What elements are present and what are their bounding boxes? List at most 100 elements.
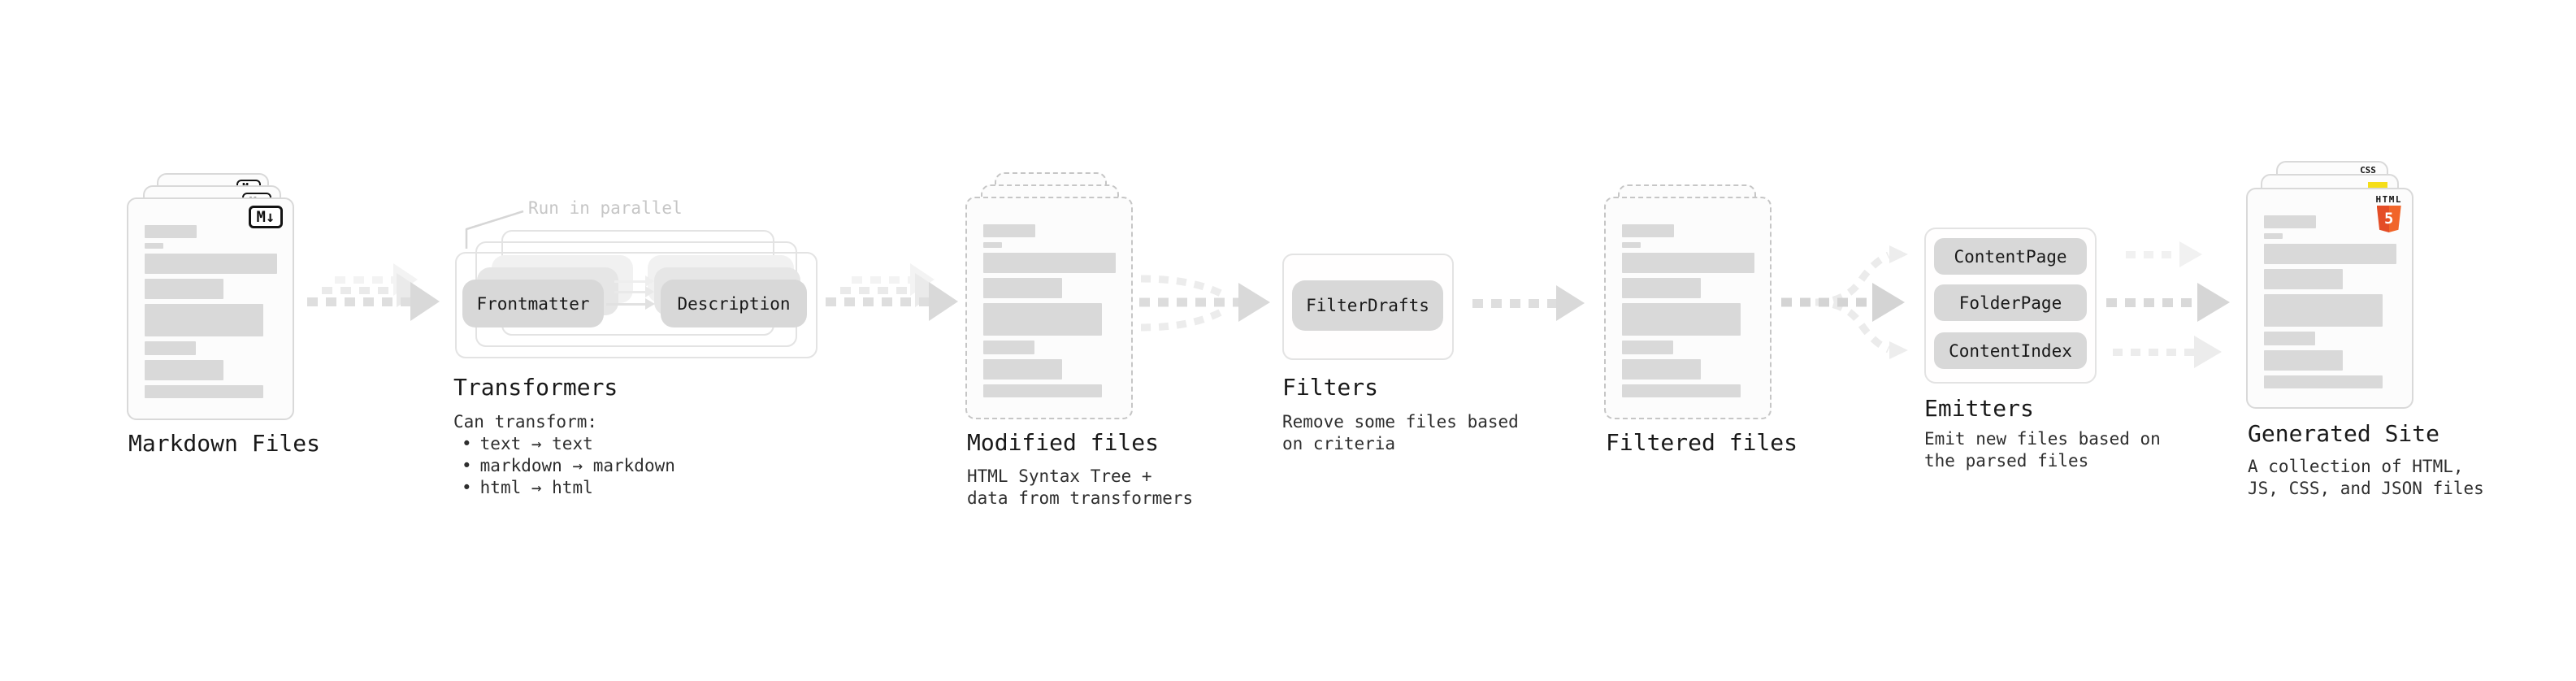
stage-heading-transformers: Transformers bbox=[453, 374, 618, 401]
arrow-dash-line bbox=[335, 275, 393, 284]
skeleton-bar bbox=[145, 225, 197, 238]
skeleton-bar bbox=[145, 360, 223, 380]
bullet-dot: • bbox=[462, 456, 472, 475]
arrow-dash-line bbox=[2113, 348, 2194, 356]
arrow-dash-line bbox=[1472, 298, 1556, 308]
skeleton-lines bbox=[145, 225, 277, 398]
skeleton-bar bbox=[2264, 332, 2315, 345]
stage-heading-emitters: Emitters bbox=[1924, 395, 2034, 422]
stage-label-markdown-files: Markdown Files bbox=[128, 430, 321, 457]
bullet-dot: • bbox=[462, 434, 472, 453]
arrow-head-icon bbox=[2179, 241, 2202, 267]
skeleton-bar bbox=[2264, 294, 2383, 327]
arrow-filters-to-filtered bbox=[1472, 285, 1585, 321]
html5-icon: HTML 5 bbox=[2376, 195, 2403, 232]
bullet-item: •html → html bbox=[462, 478, 593, 497]
arrow-main bbox=[307, 282, 440, 321]
generated-site-desc: A collection of HTML, JS, CSS, and JSON … bbox=[2248, 457, 2484, 498]
arrow-middle bbox=[2106, 283, 2230, 322]
skeleton-bar bbox=[145, 279, 223, 299]
arrow-dash-line bbox=[2126, 250, 2179, 258]
skeleton-bar bbox=[2264, 244, 2396, 264]
bullet-item: •markdown → markdown bbox=[462, 456, 675, 475]
arrow-dash-line bbox=[840, 286, 915, 294]
skeleton-bar bbox=[145, 254, 277, 274]
skeleton-bar bbox=[2264, 215, 2316, 228]
skeleton-bar bbox=[145, 304, 263, 336]
arrow-dash-line bbox=[307, 297, 410, 306]
html5-shield: 5 bbox=[2376, 206, 2401, 232]
arrow-head-icon bbox=[645, 286, 654, 297]
emitter-folder-page-pill: FolderPage bbox=[1934, 284, 2087, 321]
arrow-head-icon bbox=[929, 282, 958, 321]
file-card-front: HTML 5 bbox=[2246, 188, 2413, 409]
stage-heading-generated-site: Generated Site bbox=[2248, 420, 2440, 447]
skeleton-bar bbox=[983, 340, 1034, 354]
arrow-head-icon bbox=[2197, 283, 2230, 322]
arrow-dash-line bbox=[826, 297, 929, 306]
skeleton-bar bbox=[2264, 350, 2343, 371]
skeleton-bar bbox=[983, 224, 1035, 237]
callout-leader-line bbox=[465, 210, 524, 249]
skeleton-bar bbox=[2264, 269, 2343, 289]
skeleton-bar bbox=[1622, 359, 1701, 380]
skeleton-bar bbox=[983, 384, 1102, 397]
arrow-dash-line bbox=[606, 302, 645, 306]
emitters-box: ContentPage FolderPage ContentIndex bbox=[1924, 228, 2097, 384]
arrow-dash-line bbox=[322, 286, 397, 294]
skeleton-bar bbox=[145, 385, 263, 398]
arrow-dash-line bbox=[852, 275, 910, 284]
arrow-head-icon bbox=[1872, 283, 1905, 322]
modified-files-desc: HTML Syntax Tree + data from transformer… bbox=[967, 466, 1194, 508]
arrow-head-icon bbox=[645, 275, 654, 287]
filter-drafts-pill: FilterDrafts bbox=[1292, 280, 1443, 331]
arrow-filtered-to-emitters bbox=[1781, 245, 1908, 359]
skeleton-bar bbox=[145, 243, 163, 249]
arrow-head-icon bbox=[645, 298, 655, 310]
transformers-bullet-list: •text → text •markdown → markdown •html … bbox=[460, 433, 675, 499]
skeleton-bar bbox=[1622, 384, 1741, 397]
run-in-parallel-callout: Run in parallel bbox=[528, 198, 683, 218]
skeleton-bar bbox=[983, 278, 1062, 298]
mini-arrow-icon bbox=[606, 298, 655, 310]
arrow-head-icon bbox=[1556, 285, 1585, 321]
arrow-head-icon bbox=[1889, 245, 1908, 263]
filters-box: FilterDrafts bbox=[1282, 254, 1454, 360]
stage-heading-filters: Filters bbox=[1282, 374, 1379, 401]
mini-arrow-icon bbox=[614, 286, 654, 297]
skeleton-bar bbox=[1622, 242, 1641, 248]
arrow-modified-to-filters bbox=[1139, 275, 1270, 332]
transformers-desc-intro: Can transform: bbox=[453, 412, 598, 432]
markdown-icon: M↓ bbox=[249, 206, 283, 228]
transformer-frontmatter-pill: Frontmatter bbox=[462, 280, 604, 327]
emitter-content-index-pill: ContentIndex bbox=[1934, 332, 2087, 369]
arrow-main bbox=[826, 282, 958, 321]
arrow-bottom bbox=[2113, 336, 2222, 368]
arrow-head-icon bbox=[1238, 283, 1270, 322]
stage-heading-modified-files: Modified files bbox=[967, 429, 1160, 456]
file-card-front: M↓ bbox=[127, 197, 294, 420]
skeleton-lines bbox=[983, 224, 1116, 397]
bullet-dot: • bbox=[462, 478, 472, 497]
arrow-head-icon bbox=[410, 282, 440, 321]
file-card-front bbox=[1604, 197, 1772, 419]
skeleton-bar bbox=[983, 303, 1102, 336]
stage-heading-filtered-files: Filtered files bbox=[1606, 429, 1798, 456]
transformer-box-front bbox=[455, 252, 817, 358]
skeleton-bar bbox=[1622, 224, 1674, 237]
arrow-dash-line bbox=[614, 290, 645, 293]
skeleton-bar bbox=[1622, 278, 1701, 298]
mini-arrow-icon bbox=[614, 275, 654, 287]
skeleton-bar bbox=[145, 341, 196, 355]
arrow-dash-line bbox=[2106, 297, 2197, 307]
skeleton-lines bbox=[2264, 215, 2396, 388]
arrow-top bbox=[2126, 241, 2202, 267]
skeleton-bar bbox=[2264, 375, 2383, 388]
skeleton-lines bbox=[1622, 224, 1754, 397]
arrow-head-icon bbox=[1889, 341, 1908, 359]
skeleton-bar bbox=[1622, 253, 1754, 273]
bullet-item: •text → text bbox=[462, 434, 593, 453]
arrow-dash-line bbox=[614, 280, 645, 283]
arrow-head-icon bbox=[2194, 336, 2222, 368]
